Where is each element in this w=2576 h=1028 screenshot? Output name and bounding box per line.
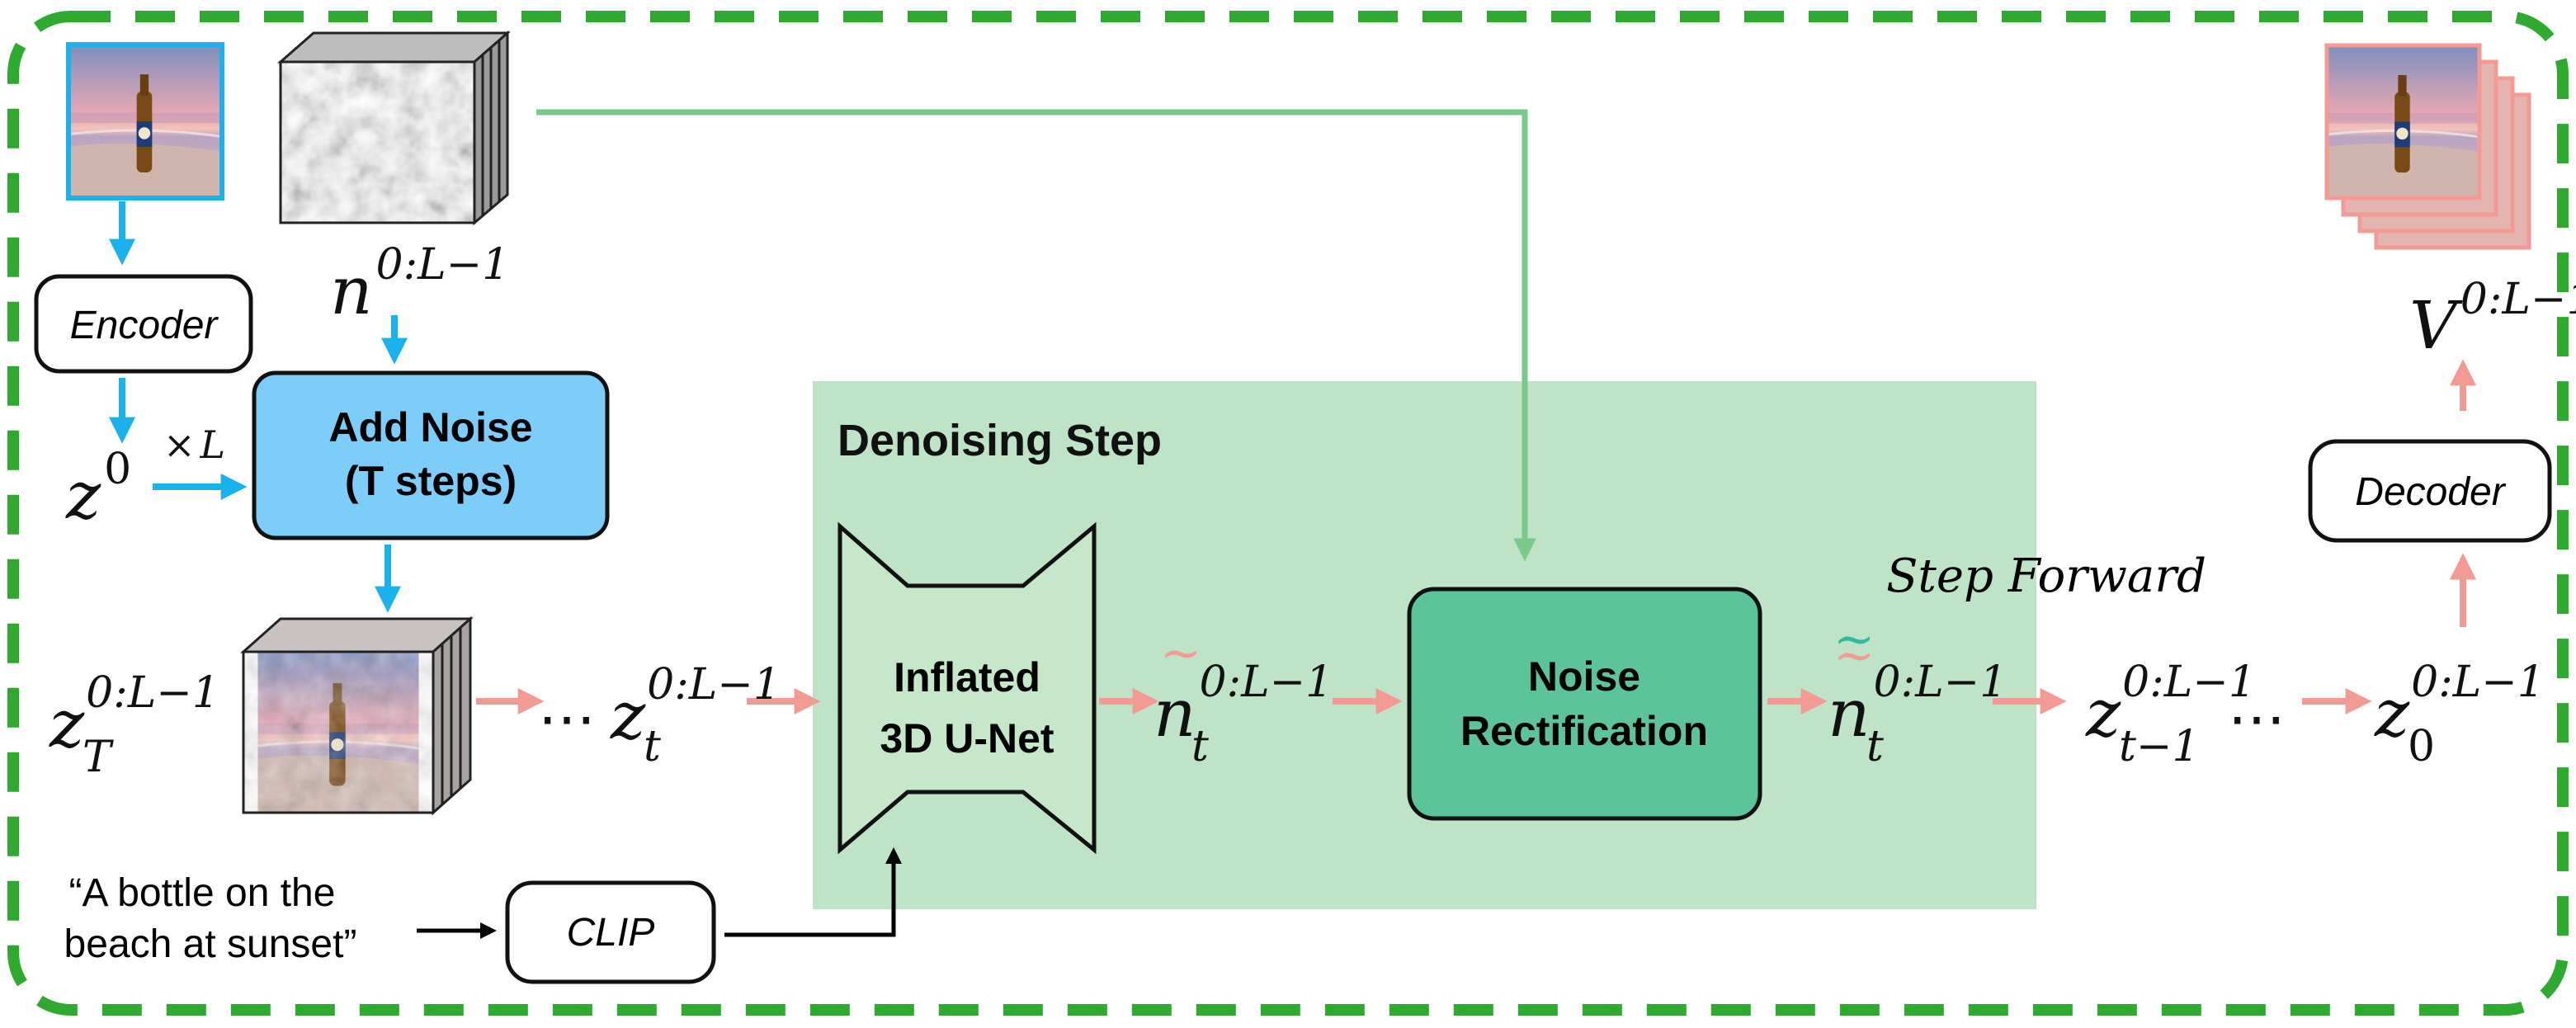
outer-dashed-border [7,11,2569,1016]
input-image [66,42,224,200]
svg-text:0: 0 [2408,722,2435,771]
output-video-frames [2324,43,2531,250]
add-noise-line1: Add Noise [328,404,532,450]
noise-rect-line1: Noise [1528,653,1640,700]
add-noise-box [252,370,610,540]
step-forward-label: Step Forward [1886,549,2206,603]
noisy-latent-cube [240,615,474,816]
denoising-step-title: Denoising Step [837,416,1162,465]
math-labels: n0:L−1 z0 ×L z0:L−1 T ⋯ z0:L−1 t n0:L−1 … [49,240,2576,782]
clip-label: CLIP [567,911,655,955]
math-V: V0:L−1 [2409,275,2576,364]
math-times-L: ×L [163,422,225,467]
pink-arrows [476,359,2476,714]
svg-text:~: ~ [1160,625,1201,682]
unet-shape [837,521,1097,855]
math-zt1: z0:L−1 [2085,658,2256,752]
svg-text:T: T [83,733,114,782]
math-double-tilde-nt: n0:L−1 [1828,658,2007,752]
encoder-box [34,274,253,374]
noise-cube [277,30,511,226]
noise-rect-line2: Rectification [1460,708,1708,754]
clip-box [505,880,716,984]
arrow-noise-to-rectification [536,109,1536,562]
encoder-label: Encoder [70,304,219,347]
math-tilde-nt: n0:L−1 [1154,658,1333,752]
noise-rectification-box [1407,587,1762,821]
math-n0L: n0:L−1 [330,240,509,329]
unet-line1: Inflated [894,654,1040,700]
decoder-label: Decoder [2355,470,2506,514]
math-zt: z0:L−1 [610,660,781,754]
black-arrows [417,847,902,939]
prompt-line2: beach at sunset” [64,922,357,966]
math-zT: z0:L−1 [49,668,219,762]
math-ellipsis-1: ⋯ [538,685,596,752]
arrow-clip-to-unet [724,847,902,937]
math-z0: z0 [65,445,131,534]
add-noise-line2: (T steps) [345,458,517,504]
svg-text:t: t [1866,722,1884,771]
svg-text:t−1: t−1 [2119,722,2200,771]
svg-text:~: ~ [1833,611,1875,668]
decoder-box [2308,439,2552,543]
unet-line2: 3D U-Net [880,715,1054,762]
prompt-line1: “A bottle on the [69,871,336,915]
svg-text:t: t [1191,722,1209,771]
math-ellipsis-2: ⋯ [2228,685,2286,752]
svg-text:~: ~ [1833,627,1875,685]
svg-text:t: t [644,722,661,771]
blue-arrows [109,201,408,613]
math-z0L: z0:L−1 [2374,658,2545,752]
